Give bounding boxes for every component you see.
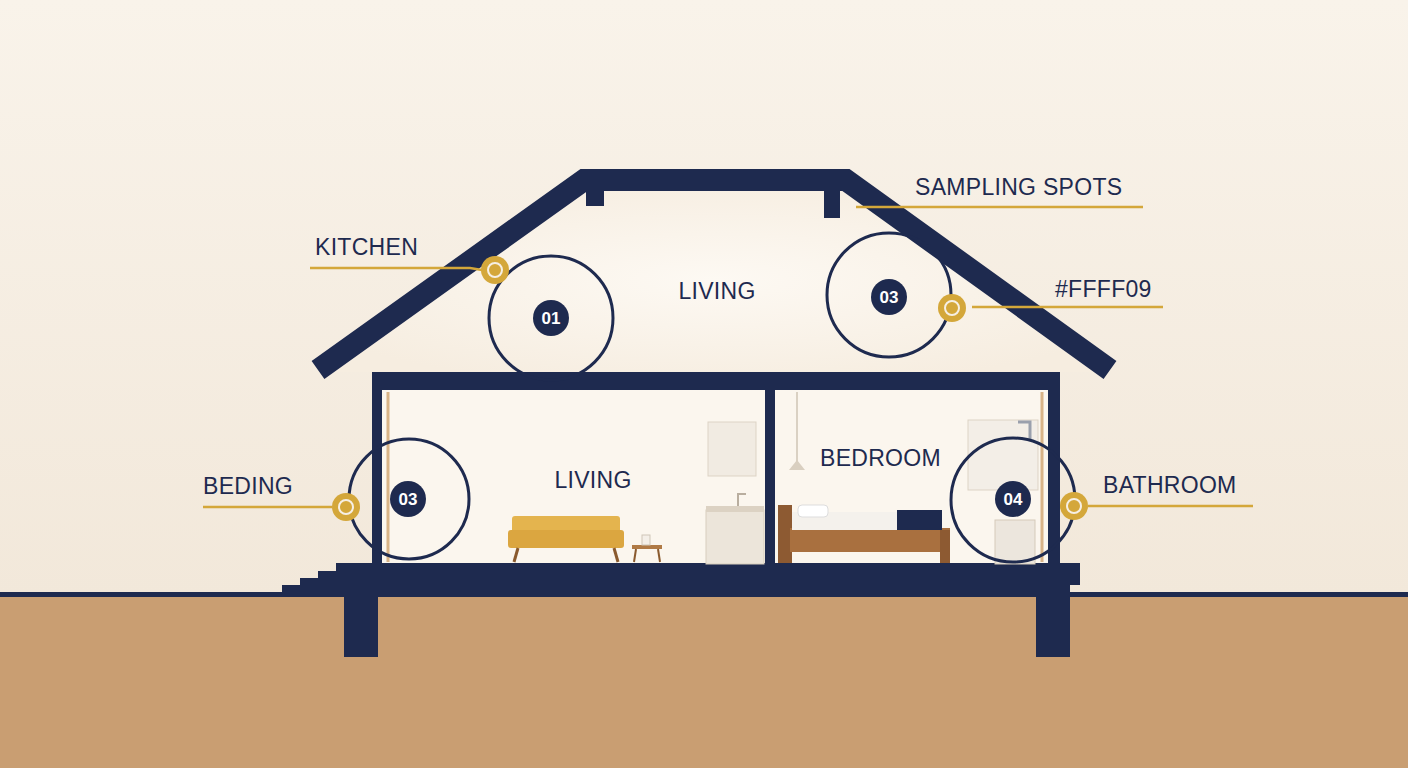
sampling-dot — [332, 256, 1088, 521]
callout-number: 03 — [390, 481, 426, 517]
callout-number: 03 — [871, 279, 907, 315]
pipe — [387, 392, 390, 562]
ground — [0, 596, 1408, 768]
wall — [1048, 372, 1060, 567]
roof — [318, 180, 1110, 370]
callout-number-text: 04 — [1004, 491, 1023, 508]
roof-beam — [824, 190, 840, 218]
callout-number-text: 03 — [399, 491, 418, 508]
roof-beam — [586, 186, 604, 206]
room-label: LIVING — [678, 280, 755, 303]
steps — [282, 563, 352, 592]
ground-floor-interior — [380, 388, 1050, 566]
footing — [1036, 585, 1070, 657]
sampling-ring — [349, 233, 1075, 562]
floor-slab — [352, 563, 1080, 585]
room-label: BATHROOM — [1103, 474, 1237, 497]
sofa — [508, 516, 624, 562]
callout-number-text: 03 — [880, 289, 899, 306]
callout-number: 01 — [533, 300, 569, 336]
counter — [706, 422, 764, 564]
side-table — [632, 535, 662, 562]
footing — [344, 585, 378, 657]
room-label: BEDING — [203, 475, 293, 498]
room-label: LIVING — [554, 469, 631, 492]
leader-line — [203, 207, 1253, 507]
callout-number: 04 — [995, 481, 1031, 517]
room-label: BEDROOM — [820, 447, 941, 470]
room-label: SAMPLING SPOTS — [915, 176, 1122, 199]
wall — [372, 372, 382, 567]
room-label: #FFFF09 — [1055, 278, 1152, 301]
bed — [778, 505, 950, 563]
foundation — [376, 585, 1038, 595]
lamp — [789, 392, 805, 470]
pipe — [1041, 392, 1044, 562]
room-label: KITCHEN — [315, 236, 418, 259]
wall — [765, 388, 775, 566]
floor-slab — [372, 372, 1060, 390]
bathroom-fixture — [968, 420, 1038, 564]
background — [0, 0, 1408, 596]
callout-number-text: 01 — [542, 310, 561, 327]
